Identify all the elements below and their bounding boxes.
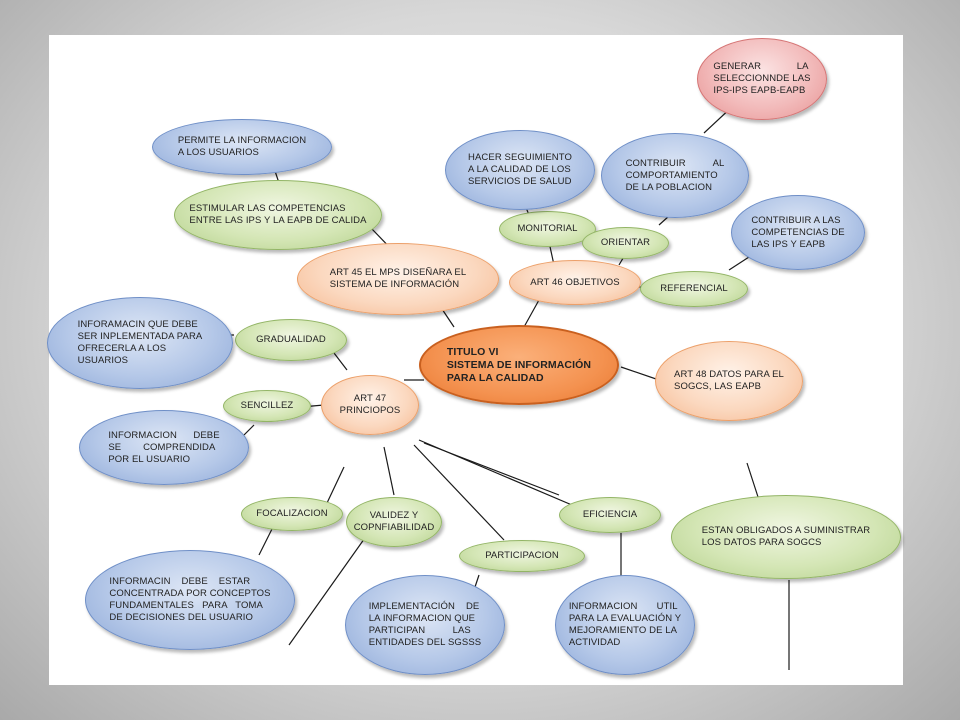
node-estan-label: ESTAN OBLIGADOS A SUMINISTRAR LOS DATOS …: [701, 525, 871, 548]
node-monitorial-label: MONITORIAL: [517, 223, 578, 234]
node-art48-label: ART 48 DATOS PARA EL SOGCS, LAS EAPB: [674, 369, 784, 392]
node-referencial: REFERENCIAL: [640, 271, 748, 307]
node-gradualidad-label: GRADUALIDAD: [256, 334, 326, 345]
connector-hub-participacion: [413, 444, 505, 541]
node-validez-label: VALIDEZ Y COPNFIABILIDAD: [353, 510, 435, 533]
node-permite: PERMITE LA INFORMACION A LOS USUARIOS: [152, 119, 332, 175]
node-sencillez-label: SENCILLEZ: [240, 400, 294, 411]
node-focalizacion: FOCALIZACION: [241, 497, 343, 531]
node-comprendida-label: INFORMACION DEBE SE COMPRENDIDA POR EL U…: [108, 429, 220, 465]
connector-art48-estan: [746, 462, 760, 501]
node-gradualidad: GRADUALIDAD: [235, 319, 347, 361]
node-hacer-label: HACER SEGUIMIENTO A LA CALIDAD DE LOS SE…: [468, 152, 572, 187]
connector-focalizacion-concentrada: [258, 524, 275, 556]
node-informacion-util-label: INFORMACION UTIL PARA LA EVALUACIÓN Y ME…: [568, 601, 682, 648]
node-inforamacin: INFORAMACIN QUE DEBE SER INPLEMENTADA PA…: [47, 297, 233, 389]
connector-hub-validez: [383, 446, 395, 496]
connector-referencial-contribuir-ips: [728, 256, 750, 271]
connector-central-art46: [523, 299, 540, 328]
node-implementacion-label: IMPLEMENTACIÓN DE LA INFORMACION QUE PAR…: [368, 601, 482, 648]
node-estimular: ESTIMULAR LAS COMPETENCIAS ENTRE LAS IPS…: [174, 180, 382, 250]
node-central-label: TITULO VI SISTEMA DE INFORMACIÓN PARA LA…: [446, 345, 592, 384]
node-contribuir-ips: CONTRIBUIR A LAS COMPETENCIAS DE LAS IPS…: [731, 195, 865, 270]
node-contribuir-comportamiento-label: CONTRIBUIR AL COMPORTAMIENTO DE LA POBLA…: [625, 157, 725, 193]
node-eficiencia-label: EFICIENCIA: [582, 509, 638, 520]
node-implementacion: IMPLEMENTACIÓN DE LA INFORMACION QUE PAR…: [345, 575, 505, 675]
node-permite-label: PERMITE LA INFORMACION A LOS USUARIOS: [177, 135, 307, 158]
node-referencial-label: REFERENCIAL: [660, 283, 728, 294]
node-contribuir-ips-label: CONTRIBUIR A LAS COMPETENCIAS DE LAS IPS…: [751, 214, 845, 250]
node-informacion-util: INFORMACION UTIL PARA LA EVALUACIÓN Y ME…: [555, 575, 695, 675]
node-eficiencia: EFICIENCIA: [559, 497, 661, 533]
node-estan: ESTAN OBLIGADOS A SUMINISTRAR LOS DATOS …: [671, 495, 901, 579]
node-concentrada-label: INFORMACIN DEBE ESTAR CONCENTRADA POR CO…: [109, 576, 271, 623]
node-generar: GENERAR LA SELECCIONNDE LAS IPS-IPS EAPB…: [697, 38, 827, 120]
connector-art47-gradualidad: [333, 352, 348, 371]
node-art47-label: ART 47 PRINCIOPOS: [339, 393, 401, 416]
connector-hub-focalizacion: [326, 466, 345, 504]
node-sencillez: SENCILLEZ: [223, 390, 311, 422]
connector-hub-eficiencia-2: [423, 442, 560, 496]
node-validez: VALIDEZ Y COPNFIABILIDAD: [346, 497, 442, 547]
node-inforamacin-label: INFORAMACIN QUE DEBE SER INPLEMENTADA PA…: [77, 319, 203, 366]
node-generar-label: GENERAR LA SELECCIONNDE LAS IPS-IPS EAPB…: [713, 61, 811, 96]
node-orientar: ORIENTAR: [582, 227, 669, 259]
node-orientar-label: ORIENTAR: [600, 237, 651, 248]
connector-validez-left: [288, 534, 368, 646]
connector-central-art48: [620, 366, 660, 381]
node-art47: ART 47 PRINCIOPOS: [321, 375, 419, 435]
node-art45: ART 45 EL MPS DISEÑARA EL SISTEMA DE INF…: [297, 243, 499, 315]
node-hacer: HACER SEGUIMIENTO A LA CALIDAD DE LOS SE…: [445, 130, 595, 210]
connector-sencillez-comprendida: [243, 424, 255, 436]
node-monitorial: MONITORIAL: [499, 211, 596, 247]
node-art45-label: ART 45 EL MPS DISEÑARA EL SISTEMA DE INF…: [329, 267, 467, 290]
node-concentrada: INFORMACIN DEBE ESTAR CONCENTRADA POR CO…: [85, 550, 295, 650]
node-comprendida: INFORMACION DEBE SE COMPRENDIDA POR EL U…: [79, 410, 249, 485]
node-art48: ART 48 DATOS PARA EL SOGCS, LAS EAPB: [655, 341, 803, 421]
node-art46-label: ART 46 OBJETIVOS: [530, 276, 620, 288]
node-art46: ART 46 OBJETIVOS: [509, 260, 641, 305]
node-participacion-label: PARTICIPACION: [485, 550, 559, 561]
node-participacion: PARTICIPACION: [459, 540, 585, 572]
node-contribuir-comportamiento: CONTRIBUIR AL COMPORTAMIENTO DE LA POBLA…: [601, 133, 749, 218]
slide-canvas: ART 45 EL MPS DISEÑARA EL SISTEMA DE INF…: [47, 35, 903, 685]
node-focalizacion-label: FOCALIZACION: [256, 508, 328, 519]
node-central-titulo: TITULO VI SISTEMA DE INFORMACIÓN PARA LA…: [419, 325, 619, 405]
node-estimular-label: ESTIMULAR LAS COMPETENCIAS ENTRE LAS IPS…: [189, 203, 367, 226]
